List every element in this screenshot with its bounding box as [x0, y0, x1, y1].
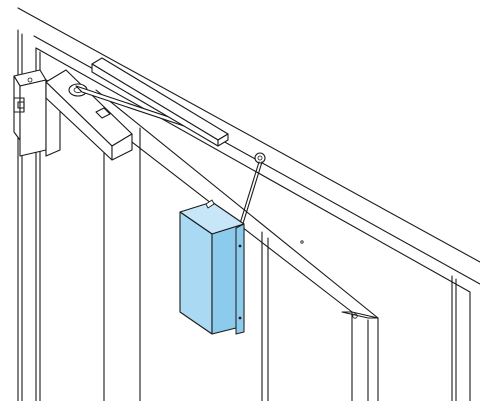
closer-mounting-bracket — [13, 69, 61, 157]
cable-anchor — [254, 152, 266, 164]
door-closer-body — [45, 69, 133, 161]
electrical-box — [179, 199, 245, 335]
cable — [237, 161, 263, 231]
closer-track — [91, 57, 229, 147]
